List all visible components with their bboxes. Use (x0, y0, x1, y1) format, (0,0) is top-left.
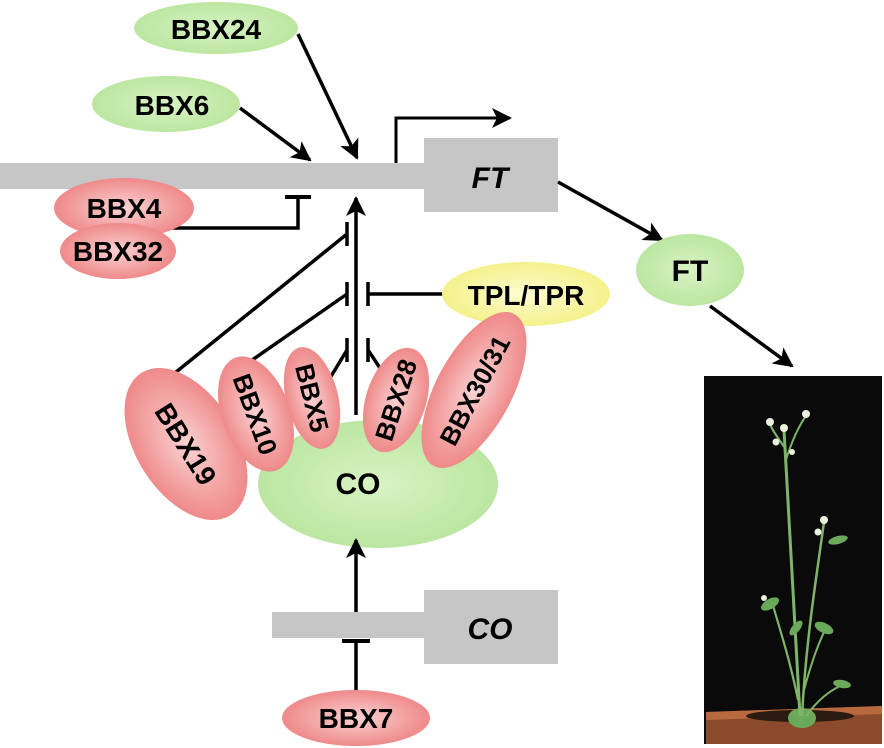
bbx19-group: BBX19 (124, 367, 248, 521)
bbx7-label: BBX7 (319, 703, 394, 734)
flower-8 (761, 595, 767, 601)
bbx19-inhibition-line (158, 232, 349, 387)
bbx32-oval (60, 223, 176, 279)
bbx30-31-oval (421, 311, 527, 469)
co-protein-label: CO (336, 468, 381, 501)
bbx5-group: BBX5 (283, 347, 341, 449)
stem-leaf-1 (760, 597, 780, 611)
side-stem-4 (805, 685, 841, 717)
flower-1 (780, 424, 788, 432)
bbx10-inhibition-line (244, 292, 348, 367)
bbx5-inhibition-line (328, 349, 349, 379)
bbx7-oval (282, 690, 430, 746)
flower-3 (766, 418, 774, 426)
flower-4 (772, 438, 780, 446)
flower-6 (814, 528, 822, 536)
bbx10-group: BBX10 (218, 356, 294, 472)
bbx24-oval (134, 2, 298, 54)
transcription-start-arrow (394, 108, 512, 163)
bbx28-oval (362, 347, 430, 453)
ft-protein-label: FT (672, 255, 709, 288)
bbx6-to-ft-arrow (238, 106, 312, 162)
ft-gene-label: FT (472, 162, 511, 195)
main-stem (782, 429, 802, 717)
bbx32-label: BBX32 (73, 236, 163, 267)
bbx4-bbx32-repression (160, 198, 300, 230)
photo-background (704, 376, 882, 744)
flower-2 (802, 410, 810, 418)
bbx24-to-ft-arrow (296, 33, 359, 160)
bbx24-label: BBX24 (171, 14, 262, 45)
ft-promoter-bar (0, 163, 430, 189)
flower-5 (820, 516, 828, 524)
co-promoter-bar (272, 612, 432, 638)
bbx28-group: BBX28 (362, 347, 430, 453)
co-gene-box (424, 590, 558, 664)
ft-gene-box (424, 138, 558, 212)
co-gene-label: CO (468, 613, 513, 646)
side-stem-2 (770, 601, 800, 701)
bbx10-oval (218, 356, 294, 472)
stem-leaf-5 (833, 679, 851, 689)
ft-protein-oval (636, 234, 744, 306)
bbx19-oval (124, 367, 248, 521)
flowering-plant-photo (704, 376, 882, 744)
ft-gene-to-protein-arrow (557, 180, 664, 242)
bbx6-label: BBX6 (135, 90, 210, 121)
stem-leaf-3 (828, 535, 848, 545)
tpl-tpr-label: TPL/TPR (468, 280, 585, 311)
branch-top (785, 415, 807, 461)
flower-7 (789, 449, 795, 455)
bbx6-oval (92, 76, 240, 132)
stem-leaf-4 (789, 620, 803, 636)
ft-to-flowering-arrow (708, 304, 794, 368)
stem-leaf-2 (814, 621, 834, 635)
tpl-tpr-oval (442, 262, 610, 326)
bbx5-oval (283, 347, 341, 449)
bbx4-oval (54, 178, 194, 238)
bbx4-label: BBX4 (87, 193, 162, 224)
